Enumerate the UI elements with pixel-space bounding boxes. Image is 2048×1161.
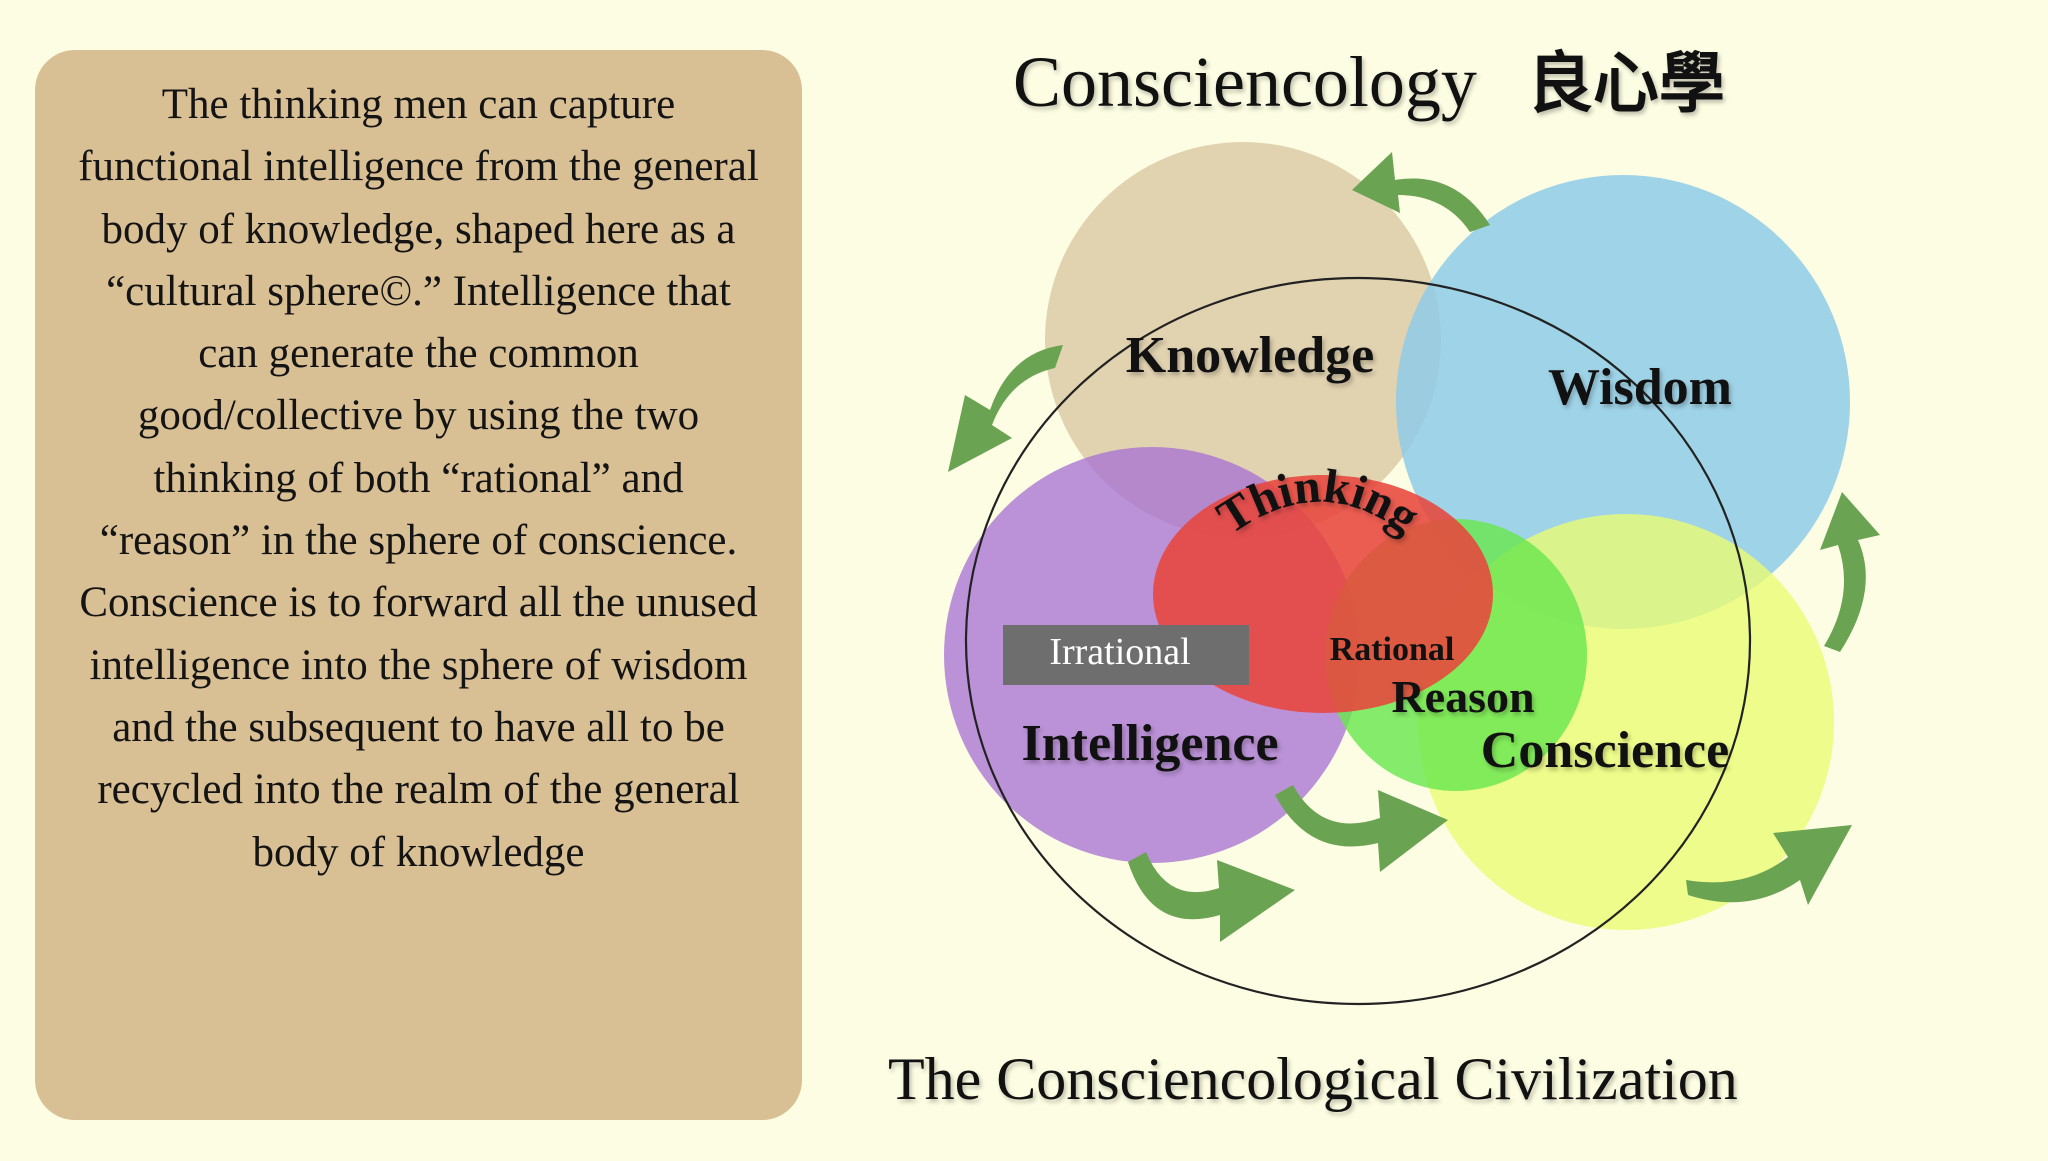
wisdom-circle (1396, 175, 1850, 629)
curved-arrow-icon (948, 345, 1063, 472)
intelligence-label: Intelligence (1021, 715, 1278, 772)
outer-sphere-outline (964, 276, 1752, 1006)
irrational-box (1003, 625, 1249, 685)
conscience-label: Conscience (1481, 722, 1729, 779)
knowledge-label: Knowledge (1126, 327, 1374, 384)
description-text: The thinking men can capture functional … (78, 81, 759, 876)
irrational-label: Irrational (1049, 631, 1190, 673)
curved-arrow-icon (1275, 785, 1448, 872)
footer-title: The Consciencological Civilization (888, 1046, 1738, 1112)
reason-label: Reason (1391, 671, 1534, 722)
title-text: Consciencology (1013, 42, 1477, 122)
curved-arrow-icon (1820, 492, 1880, 652)
curved-arrow-icon (1352, 152, 1490, 232)
description-panel: The thinking men can capture functional … (35, 50, 802, 1120)
title-cjk: 良心學 (1526, 45, 1725, 122)
cycle-arrows (948, 152, 1880, 942)
wisdom-label: Wisdom (1548, 359, 1732, 416)
knowledge-circle (1045, 142, 1441, 538)
rational-label: Rational (1330, 631, 1455, 668)
curved-arrow-icon (1128, 852, 1295, 942)
page-title: Consciencology 良心學 (1013, 30, 1913, 126)
curved-arrow-icon (1686, 825, 1852, 905)
